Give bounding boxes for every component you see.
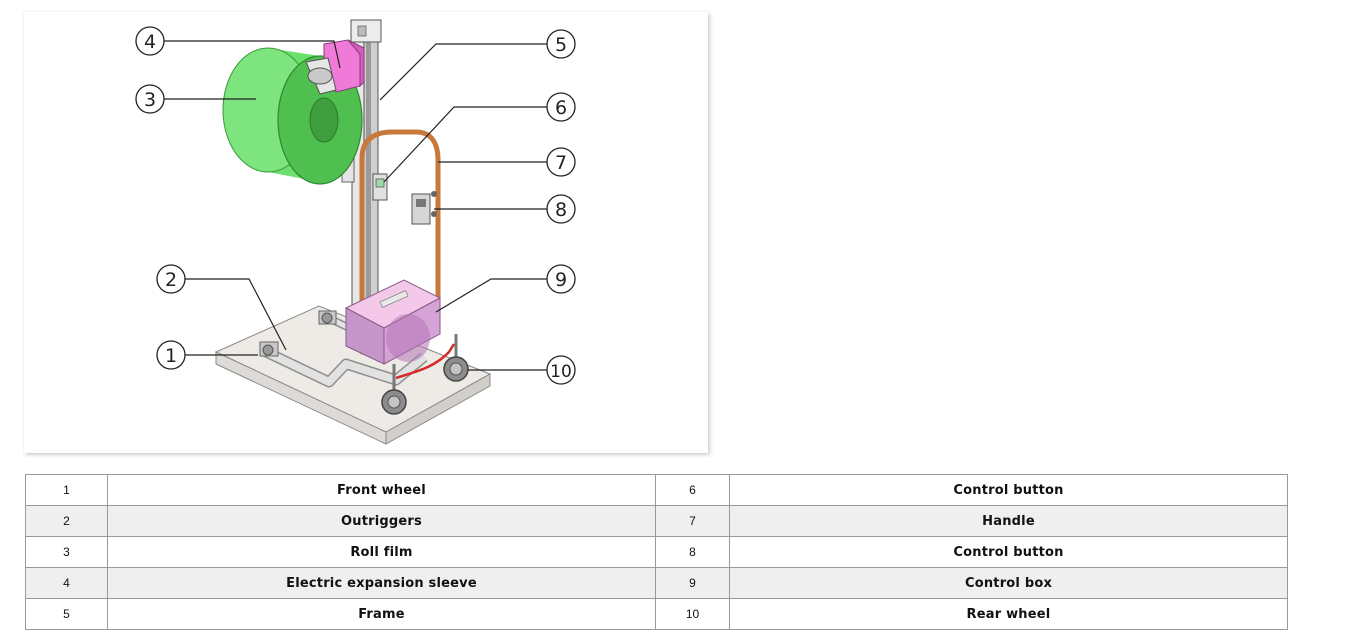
callout-8: 8	[546, 194, 576, 224]
callout-6-label: 6	[555, 97, 567, 119]
control-box	[344, 279, 442, 365]
callout-10-label: 10	[550, 362, 572, 382]
machine-illustration: 1 2 3 4 5 6 7 8	[135, 19, 576, 445]
part-name-cell: Roll film	[107, 536, 656, 568]
power-cable	[395, 343, 456, 380]
table-row: 3 Roll film 8 Control button	[25, 536, 1288, 568]
rear-wheel-left	[381, 364, 407, 415]
part-name-cell: Handle	[729, 505, 1288, 537]
callout-1-label: 1	[165, 345, 177, 367]
callout-4-label: 4	[144, 31, 156, 53]
machine-diagram: 1 2 3 4 5 6 7 8	[24, 12, 708, 453]
control-button-upper	[372, 173, 388, 201]
control-button-lower	[411, 191, 437, 225]
callout-9: 9	[546, 264, 576, 294]
part-number-cell: 10	[655, 598, 730, 630]
part-number-cell: 5	[25, 598, 108, 630]
callout-6: 6	[546, 92, 576, 122]
expansion-sleeve	[305, 39, 365, 95]
callout-7-label: 7	[555, 152, 567, 174]
callout-1: 1	[156, 340, 186, 370]
table-row: 4 Electric expansion sleeve 9 Control bo…	[25, 567, 1288, 599]
callout-5-label: 5	[555, 34, 567, 56]
part-number-cell: 6	[655, 474, 730, 506]
part-name-cell: Front wheel	[107, 474, 656, 506]
part-number-cell: 2	[25, 505, 108, 537]
callout-7: 7	[546, 147, 576, 177]
callout-3-label: 3	[144, 89, 156, 111]
parts-table: 1 Front wheel 6 Control button 2 Outrigg…	[25, 474, 1288, 630]
leader-lines	[164, 40, 561, 371]
table-row: 5 Frame 10 Rear wheel	[25, 598, 1288, 630]
callout-10: 10	[546, 355, 576, 385]
part-number-cell: 7	[655, 505, 730, 537]
part-name-cell: Rear wheel	[729, 598, 1288, 630]
callout-2-label: 2	[165, 269, 177, 291]
front-wheel-right	[318, 310, 337, 325]
part-number-cell: 8	[655, 536, 730, 568]
part-name-cell: Electric expansion sleeve	[107, 567, 656, 599]
part-number-cell: 4	[25, 567, 108, 599]
handle	[359, 129, 441, 355]
part-name-cell: Outriggers	[107, 505, 656, 537]
table-row: 2 Outriggers 7 Handle	[25, 505, 1288, 537]
part-name-cell: Control box	[729, 567, 1288, 599]
callout-9-label: 9	[555, 269, 567, 291]
part-name-cell: Control button	[729, 536, 1288, 568]
table-row: 1 Front wheel 6 Control button	[25, 474, 1288, 506]
callout-8-label: 8	[555, 199, 567, 221]
callout-4: 4	[135, 26, 165, 56]
part-number-cell: 9	[655, 567, 730, 599]
part-number-cell: 1	[25, 474, 108, 506]
callout-2: 2	[156, 264, 186, 294]
callout-3: 3	[135, 84, 165, 114]
part-name-cell: Control button	[729, 474, 1288, 506]
part-number-cell: 3	[25, 536, 108, 568]
callout-5: 5	[546, 29, 576, 59]
front-wheel-left	[259, 341, 279, 357]
part-name-cell: Frame	[107, 598, 656, 630]
rear-wheel-right	[443, 334, 469, 382]
